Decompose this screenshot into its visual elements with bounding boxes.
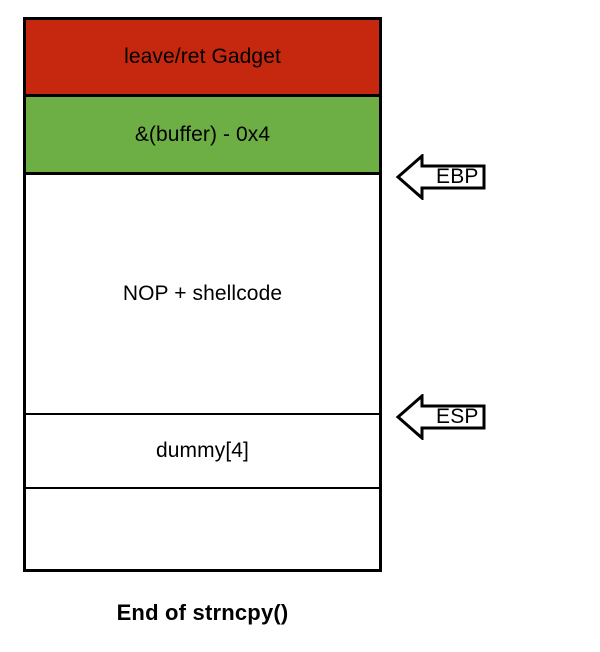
diagram-caption: End of strncpy()	[116, 600, 289, 625]
stack-cell-buffer-address: &(buffer) - 0x4	[26, 97, 379, 175]
stack-cell-label: NOP + shellcode	[122, 282, 283, 306]
stack-cell-label: leave/ret Gadget	[124, 45, 281, 69]
stack-cell-leave-ret-gadget: leave/ret Gadget	[26, 20, 379, 97]
stack-diagram: leave/ret Gadget &(buffer) - 0x4 NOP + s…	[23, 17, 382, 572]
stack-cell-empty	[26, 489, 379, 569]
ebp-pointer-arrow: EBP	[396, 154, 486, 200]
stack-cell-label: dummy[4]	[156, 439, 249, 463]
stack-cell-nop-shellcode: NOP + shellcode	[26, 175, 379, 415]
stack-cell-dummy: dummy[4]	[26, 415, 379, 489]
esp-pointer-arrow: ESP	[396, 394, 486, 440]
left-arrow-icon	[396, 394, 486, 440]
left-arrow-icon	[396, 154, 486, 200]
stack-cell-label: &(buffer) - 0x4	[134, 122, 271, 146]
